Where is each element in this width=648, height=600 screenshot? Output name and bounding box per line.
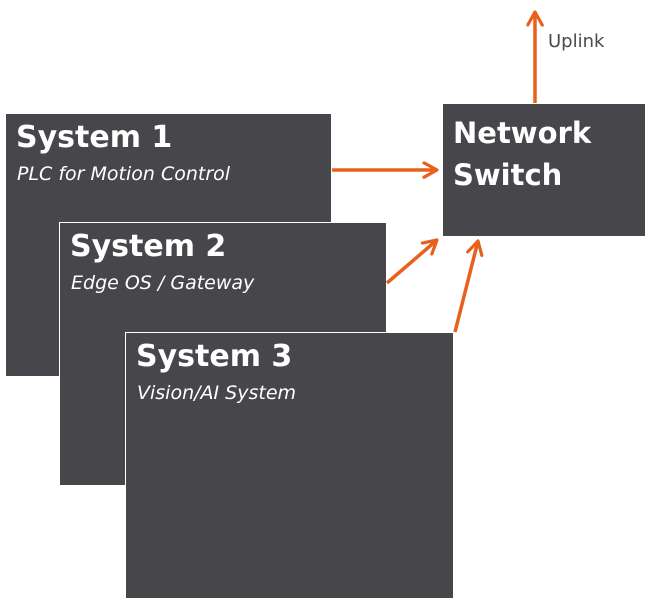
system-2-subtitle: Edge OS / Gateway <box>71 272 255 294</box>
arrow-system-2-to-switch <box>385 240 437 285</box>
system-2-title: System 2 <box>70 229 227 264</box>
arrow-system-3-to-switch <box>453 241 478 333</box>
uplink-label: Uplink <box>548 31 605 52</box>
system-1-title: System 1 <box>16 120 173 155</box>
system-1-subtitle: PLC for Motion Control <box>17 163 231 185</box>
network-switch-title: Network Switch <box>453 116 592 192</box>
system-3-box: System 3 Vision/AI System <box>125 332 454 599</box>
system-3-subtitle: Vision/AI System <box>137 382 297 404</box>
network-switch-box: Network Switch <box>442 103 646 237</box>
system-3-title: System 3 <box>136 339 293 374</box>
